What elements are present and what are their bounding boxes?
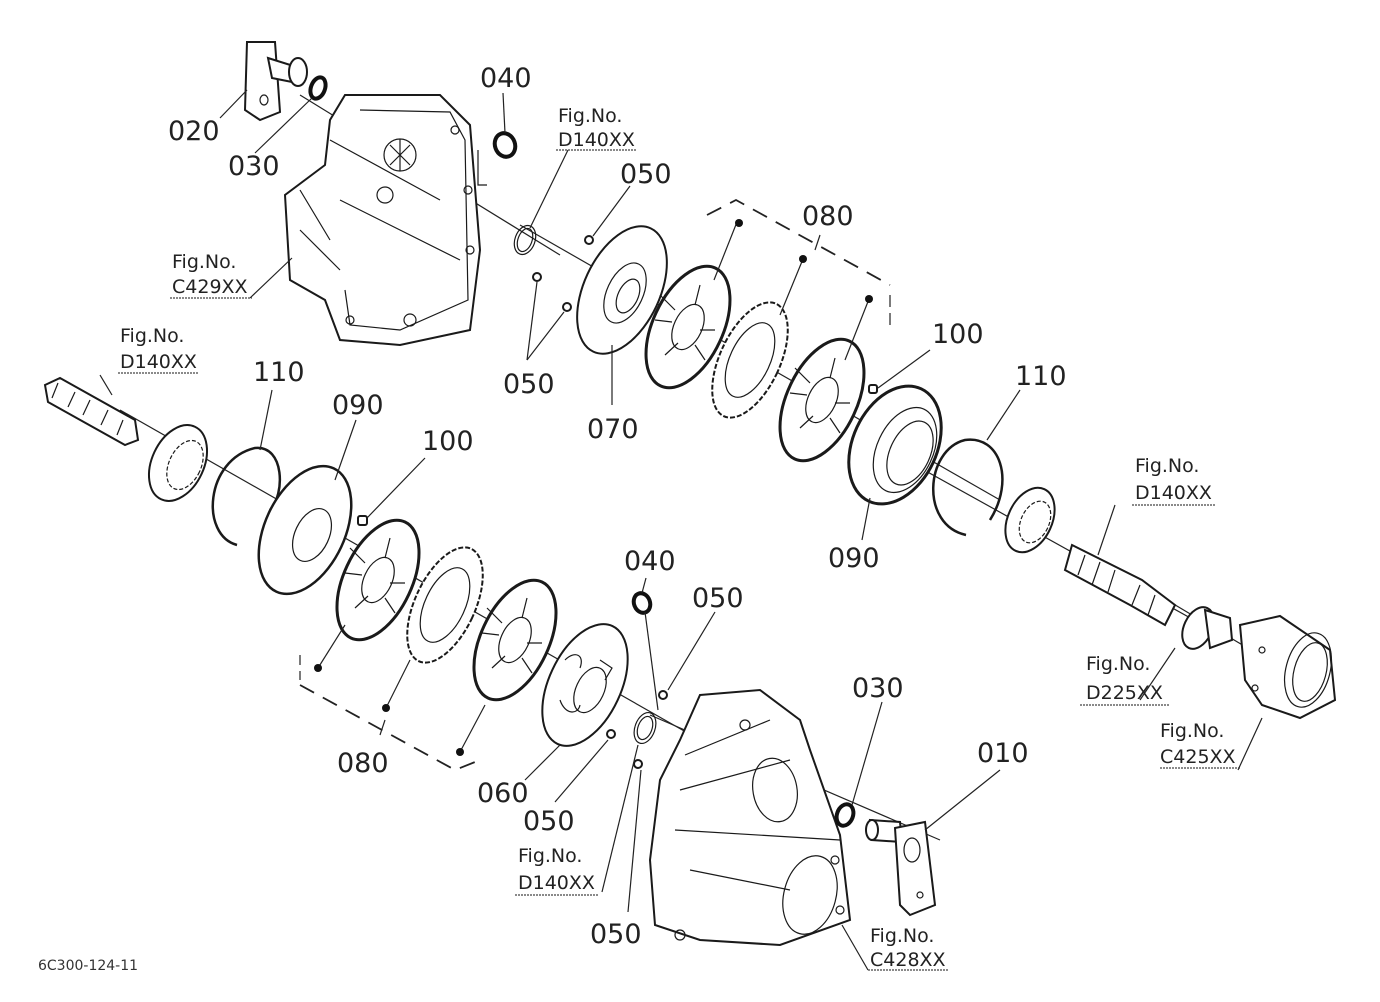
bearing-left[interactable] (138, 416, 219, 510)
svg-text:C425XX: C425XX (1160, 746, 1236, 768)
svg-text:Fig.No.: Fig.No. (870, 925, 934, 947)
bearing-right[interactable] (996, 480, 1065, 560)
label-010[interactable]: 010 (977, 738, 1029, 769)
drawing-code: 6C300-124-11 (38, 958, 138, 974)
label-050-top[interactable]: 050 (620, 159, 672, 190)
circlip-top[interactable] (510, 222, 539, 257)
label-100-right[interactable]: 100 (932, 319, 984, 350)
label-110-left[interactable]: 110 (253, 357, 305, 388)
friction-disc-bottom-1[interactable] (320, 508, 436, 653)
svg-text:Fig.No.: Fig.No. (1086, 653, 1150, 675)
svg-text:D140XX: D140XX (1135, 482, 1212, 504)
shaft-d140-right[interactable] (1063, 543, 1177, 627)
part-070-pressure-plate[interactable] (559, 212, 685, 367)
fig-ref-c429[interactable]: Fig.No. C429XX (172, 251, 248, 298)
leader-lines (99, 89, 1263, 971)
group-bracket-080-bottom (299, 624, 486, 771)
housing-c428[interactable] (648, 688, 852, 947)
housing-c429[interactable] (283, 94, 482, 347)
part-030-o-ring-top[interactable] (308, 75, 329, 101)
svg-text:Fig.No.: Fig.No. (120, 325, 184, 347)
svg-text:Fig.No.: Fig.No. (558, 105, 622, 127)
part-040-clip-bottom[interactable] (631, 591, 659, 711)
label-030-top[interactable]: 030 (228, 151, 280, 182)
svg-text:Fig.No.: Fig.No. (1135, 455, 1199, 477)
label-060[interactable]: 060 (477, 778, 529, 809)
svg-text:D140XX: D140XX (518, 872, 595, 894)
steel-plate-bottom[interactable] (392, 536, 499, 674)
label-070[interactable]: 070 (587, 414, 639, 445)
label-080-bottom[interactable]: 080 (337, 748, 389, 779)
label-050-lower-mid[interactable]: 050 (523, 806, 575, 837)
label-040-top[interactable]: 040 (480, 63, 532, 94)
svg-text:D225XX: D225XX (1086, 682, 1163, 704)
svg-text:Fig.No.: Fig.No. (172, 251, 236, 273)
label-040-bottom[interactable]: 040 (624, 546, 676, 577)
snap-ring-110-right[interactable] (932, 438, 1004, 537)
pin-100-right[interactable] (868, 384, 878, 394)
fig-references: Fig.No. D140XX Fig.No. C429XX Fig.No. D1… (120, 105, 1236, 971)
svg-text:C428XX: C428XX (870, 949, 946, 971)
piston-090-left[interactable] (240, 451, 370, 608)
shaft-d140-left[interactable] (43, 376, 140, 447)
label-110-right[interactable]: 110 (1015, 361, 1067, 392)
label-020[interactable]: 020 (168, 116, 220, 147)
part-labels: 020 030 040 050 050 070 080 100 090 110 … (168, 63, 1067, 950)
label-080-top[interactable]: 080 (802, 201, 854, 232)
part-040-clip-top[interactable] (477, 130, 519, 186)
label-050-lower-right[interactable]: 050 (692, 583, 744, 614)
balls-050-top[interactable] (532, 235, 594, 312)
fig-ref-c425[interactable]: Fig.No. C425XX (1160, 720, 1236, 768)
label-100-left[interactable]: 100 (422, 426, 474, 457)
svg-text:Fig.No.: Fig.No. (518, 845, 582, 867)
part-010-lever-shaft[interactable] (865, 818, 937, 917)
fig-ref-d140-right[interactable]: Fig.No. D140XX (1135, 455, 1212, 504)
svg-text:D140XX: D140XX (120, 351, 197, 373)
steel-plate-top[interactable] (697, 291, 804, 429)
label-050-bottom[interactable]: 050 (590, 919, 642, 950)
part-060-plate[interactable] (525, 611, 645, 759)
svg-text:Fig.No.: Fig.No. (1160, 720, 1224, 742)
coupling-d225[interactable] (1176, 602, 1234, 654)
balls-050-bottom[interactable] (606, 690, 668, 769)
label-030-bottom[interactable]: 030 (852, 673, 904, 704)
friction-disc-top-1[interactable] (629, 253, 747, 400)
label-090-left[interactable]: 090 (332, 390, 384, 421)
piston-090-right[interactable] (831, 371, 960, 519)
group-bracket-080-top (706, 198, 891, 361)
fig-ref-d140-left[interactable]: Fig.No. D140XX (120, 325, 197, 373)
label-050-mid[interactable]: 050 (503, 369, 555, 400)
cover-c425[interactable] (1238, 614, 1339, 720)
friction-disc-top-2[interactable] (763, 326, 881, 473)
svg-text:C429XX: C429XX (172, 276, 248, 298)
fig-ref-underlines (118, 149, 1240, 971)
fig-ref-d140-bottom[interactable]: Fig.No. D140XX (518, 845, 595, 894)
circlip-bottom[interactable] (630, 710, 660, 747)
snap-ring-110-left[interactable] (211, 446, 281, 547)
pin-100-left[interactable] (357, 515, 368, 526)
fig-ref-d140-top[interactable]: Fig.No. D140XX (558, 105, 635, 151)
part-030-o-ring-bottom[interactable] (834, 802, 857, 828)
friction-disc-bottom-2[interactable] (457, 568, 573, 713)
label-090-right[interactable]: 090 (828, 543, 880, 574)
fig-ref-d225[interactable]: Fig.No. D225XX (1086, 653, 1163, 704)
svg-text:D140XX: D140XX (558, 129, 635, 151)
fig-ref-c428[interactable]: Fig.No. C428XX (870, 925, 946, 971)
part-020-lever-shaft[interactable] (243, 41, 308, 122)
